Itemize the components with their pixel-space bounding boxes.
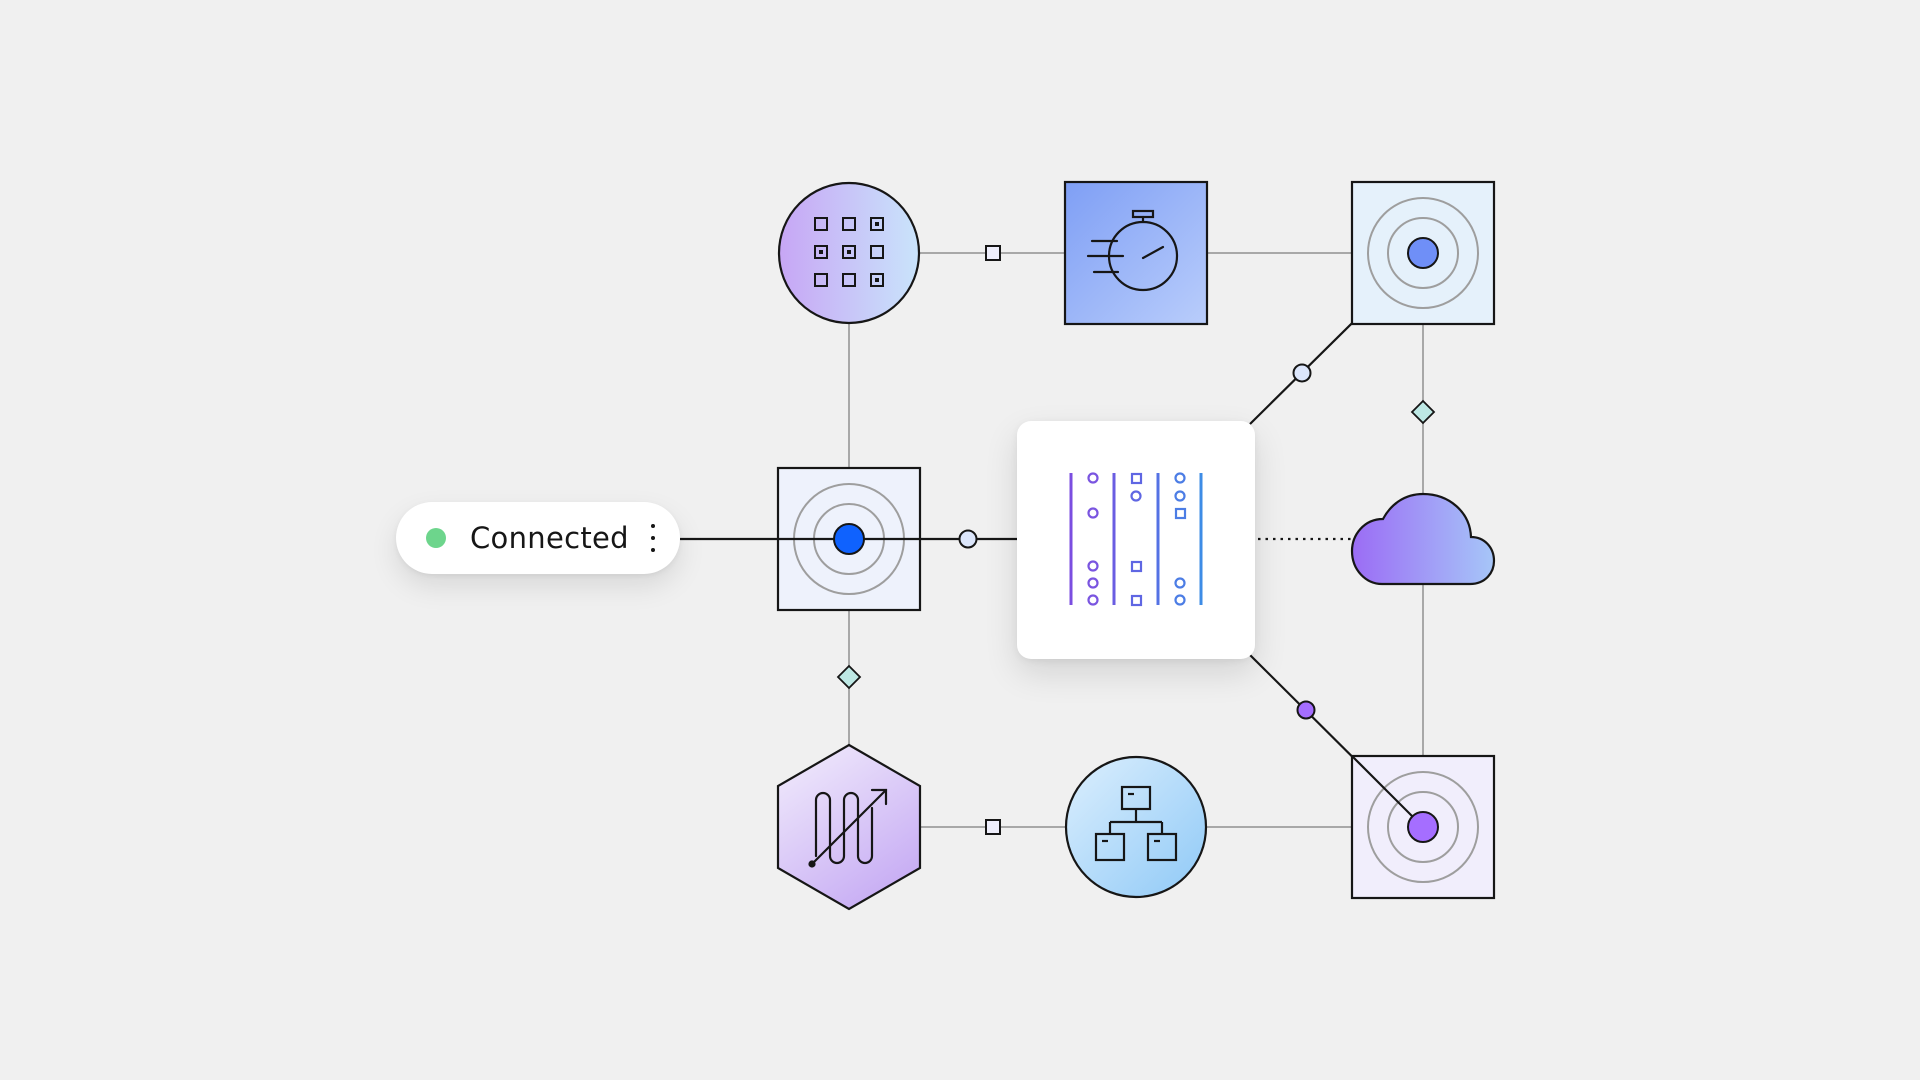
circle-connector-marker [958, 529, 978, 549]
radar-hub-node[interactable] [776, 466, 922, 612]
data-lanes-icon [1069, 472, 1203, 607]
status-indicator-dot [426, 528, 446, 548]
square-connector-marker [985, 819, 1001, 835]
data-lanes-card[interactable] [1017, 421, 1255, 659]
radar-target-icon [1367, 197, 1479, 309]
diamond-connector-marker [836, 664, 862, 690]
diamond-connector-marker [1410, 399, 1436, 425]
radar-node-top-right[interactable] [1350, 180, 1496, 326]
radar-center-dot [1407, 811, 1439, 843]
radar-center-dot [833, 523, 865, 555]
hierarchy-icon [1094, 785, 1178, 862]
overflow-menu-vertical-icon[interactable] [647, 524, 659, 552]
circle-connector-marker [1292, 363, 1312, 383]
cloud-icon [1350, 492, 1496, 586]
radar-center-dot [1407, 237, 1439, 269]
grid-circle-node[interactable] [777, 181, 921, 325]
hexagon-node[interactable] [776, 743, 922, 911]
circle-connector-marker [1296, 700, 1316, 720]
square-connector-marker [985, 245, 1001, 261]
cloud-node[interactable] [1350, 492, 1496, 586]
status-pill[interactable]: Connected [396, 502, 680, 574]
stopwatch-node[interactable] [1063, 180, 1209, 326]
status-label: Connected [470, 521, 629, 555]
hierarchy-circle-node[interactable] [1064, 755, 1208, 899]
serpentine-path-arrow-icon [808, 788, 888, 868]
radar-node-bottom-right[interactable] [1350, 754, 1496, 900]
radar-target-icon [1367, 771, 1479, 883]
grid-dots-icon [814, 217, 884, 287]
stopwatch-fast-icon [1086, 209, 1179, 292]
